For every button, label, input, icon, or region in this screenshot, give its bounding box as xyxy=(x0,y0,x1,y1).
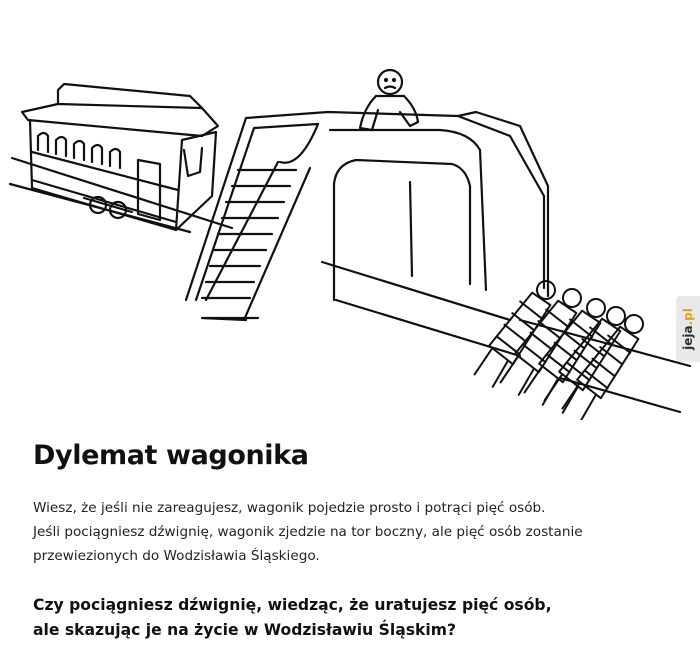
intro-paragraph: Wiesz, że jeśli nie zareagujesz, wagonik… xyxy=(33,496,673,568)
watermark-text-part1: jeja xyxy=(681,325,695,350)
question-line: Czy pociągniesz dźwignię, wiedząc, że ur… xyxy=(33,596,552,614)
sad-man xyxy=(358,68,420,132)
question-paragraph: Czy pociągniesz dźwignię, wiedząc, że ur… xyxy=(33,593,673,643)
intro-line: przewiezionych do Wodzisławia Śląskiego. xyxy=(33,548,320,564)
tied-people xyxy=(473,280,644,420)
footbridge xyxy=(184,110,550,322)
intro-line: Jeśli pociągniesz dźwignię, wagonik zjed… xyxy=(33,524,583,540)
intro-line: Wiesz, że jeśli nie zareagujesz, wagonik… xyxy=(33,500,546,516)
watermark-text-part2: .pl xyxy=(681,308,695,326)
watermark-logo: jeja.pl xyxy=(676,296,700,362)
trolley xyxy=(20,82,220,232)
page-title: Dylemat wagonika xyxy=(33,440,309,471)
trolley-problem-illustration xyxy=(8,68,692,420)
question-line: ale skazując je na życie w Wodzisławiu Ś… xyxy=(33,621,457,639)
